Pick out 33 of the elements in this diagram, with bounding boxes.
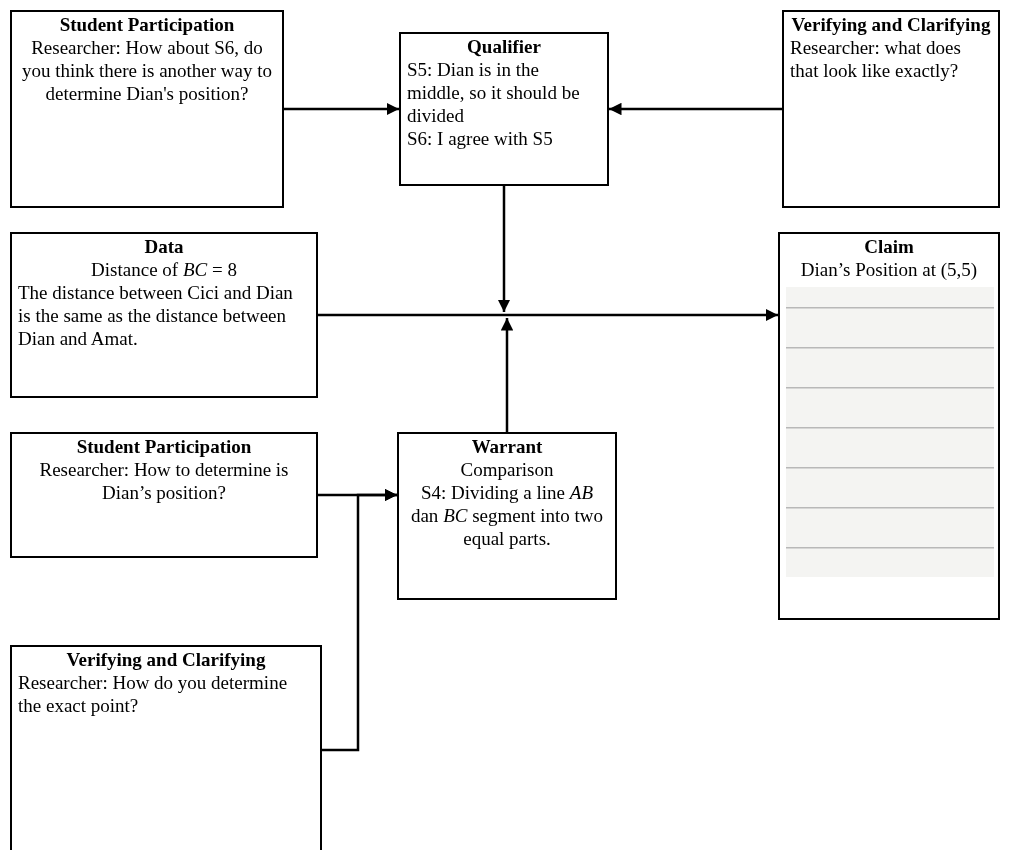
text-box [10,432,318,558]
box-heading: Verifying and Clarifying [65,649,267,671]
box-text: Comparison [459,458,555,481]
box-heading: Qualifier [466,36,542,58]
box-heading: Claim [863,236,915,258]
arrow [322,488,397,752]
box-heading: Data [143,236,185,258]
arrow [500,318,514,432]
box-text: Distance of BC = 8 [90,258,238,281]
text-box [782,10,1000,208]
text-box [10,645,322,850]
box-text: The distance between Cici and Dian is the same as the distance between Dian and Amat. [18,281,294,350]
text-box [10,10,284,208]
arrow [284,102,399,116]
box-text: Dian’s Position at (5,5) [799,258,979,281]
box-heading: Verifying and Clarifying [790,14,992,36]
arrow [318,308,778,322]
box-text: S5: Dian is in the middle, so it should be divided [407,58,581,127]
arrow [609,102,782,116]
text-box [778,232,1000,620]
box-heading: Student Participation [75,436,253,458]
text-box [10,232,318,398]
box-text: Researcher: How about S6, do you think there is another way to determine Dian's position? [20,36,274,105]
box-heading: Warrant [470,436,544,458]
text-box [399,32,609,186]
text-box [397,432,617,600]
box-heading: Student Participation [58,14,236,36]
box-text: Researcher: How do you determine the exact point? [18,671,289,717]
box-text: Researcher: How to determine is Dian’s position? [38,458,290,504]
box-text: S6: I agree with S5 [407,127,554,150]
box-text: Researcher: what does that look like exactly? [790,36,962,82]
arrow [497,186,511,312]
box-text: S4: Dividing a line AB dan BC segment into two equal parts. [409,481,605,550]
